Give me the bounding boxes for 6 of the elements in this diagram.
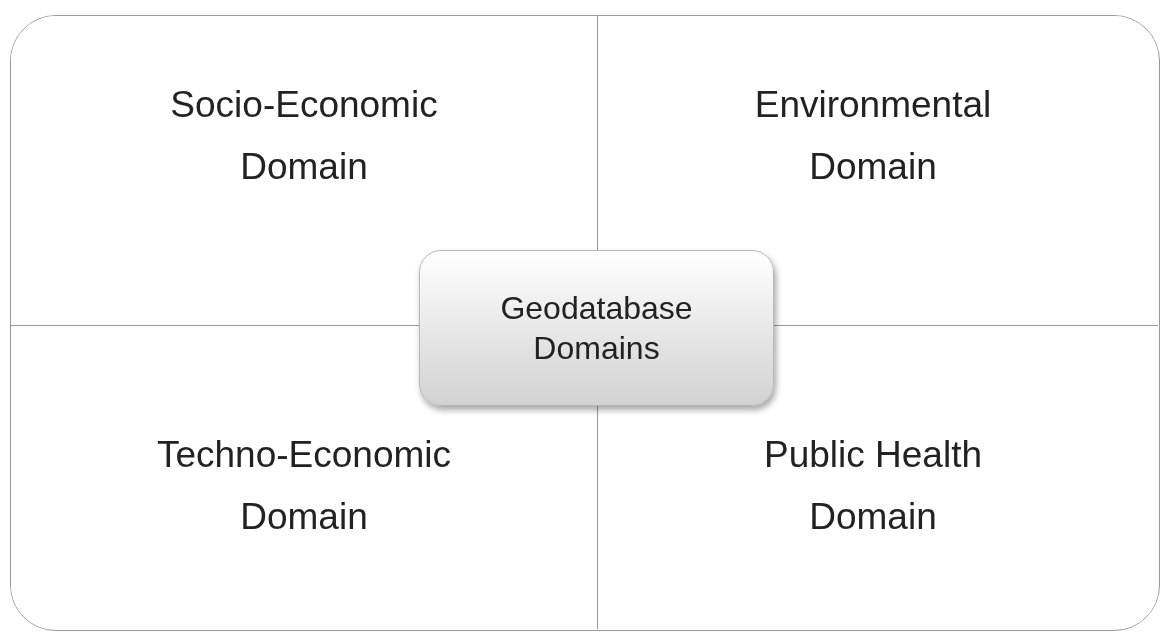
quadrant-label: Environmental Domain <box>753 83 993 189</box>
quadrant-label: Techno-Economic Domain <box>155 433 453 539</box>
quadrant-label: Socio-Economic Domain <box>169 83 439 189</box>
quadrant-label: Public Health Domain <box>763 433 983 539</box>
center-box <box>419 250 774 406</box>
center-label: Geodatabase Domains <box>499 289 694 368</box>
